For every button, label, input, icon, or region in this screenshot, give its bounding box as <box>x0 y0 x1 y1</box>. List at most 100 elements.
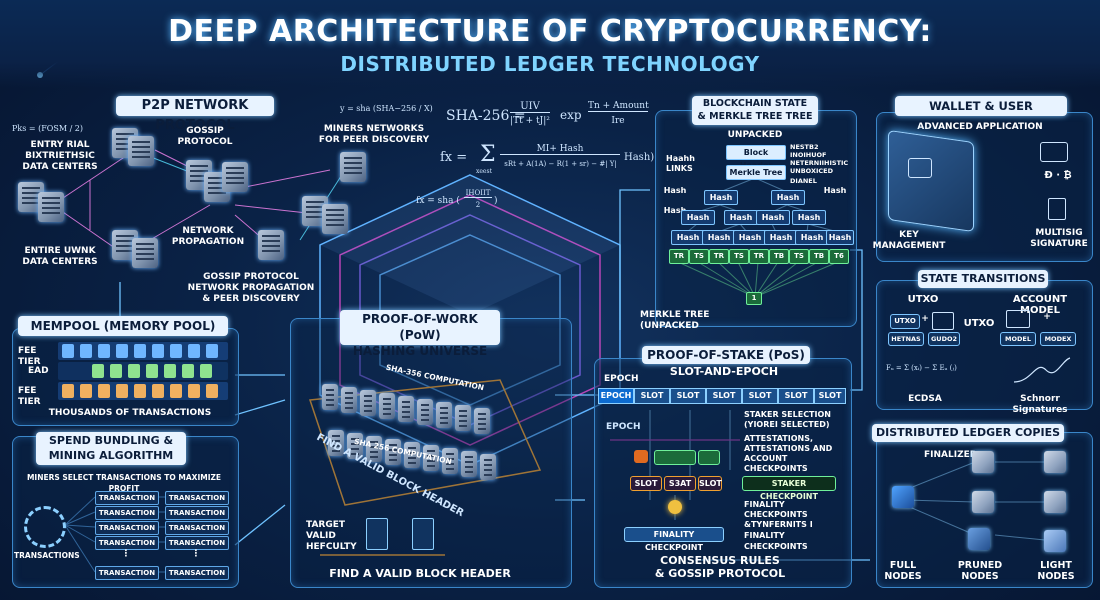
transaction-doc-icon <box>200 364 212 378</box>
staker-selection-label: STAKER SELECTION (YIOREI SELECTED) <box>744 410 831 429</box>
merkle-leaf: TR <box>749 249 769 264</box>
node-icon <box>1044 451 1066 473</box>
fx2-formula: fx = sha ( <box>416 196 460 206</box>
multisig-doc-icon <box>1048 198 1066 220</box>
ellipsis: ⋮ <box>121 549 131 559</box>
multisig-label: MULTISIG SIGNATURE <box>1030 228 1088 249</box>
wallet-title: WALLET & USER INTERFACE <box>895 96 1067 133</box>
block-header-box: Block Header <box>726 145 786 170</box>
hash-node: Hash <box>681 210 715 225</box>
finalized-label: FINALIZED <box>924 450 978 460</box>
lock-icon <box>908 158 932 178</box>
mining-rig-icon <box>404 442 420 468</box>
spend-title-line2: MINING ALGORITHM <box>48 449 174 462</box>
hash-side-label: Hash <box>663 206 687 215</box>
merkle-root: 1 <box>746 292 762 305</box>
spend-caption: MINERS SELECT TRANSACTIONS TO MAXIMIZE P… <box>26 473 222 493</box>
pow-title-line2: HASHING UNIVERSE <box>352 344 488 358</box>
consensus-line2: & GOSSIP PROTOCOL <box>654 567 786 580</box>
epoch-chip: EPOCH <box>598 388 634 404</box>
transaction-doc-icon <box>80 344 92 358</box>
fx2-close: ) <box>494 196 498 206</box>
transaction-doc-icon <box>116 344 128 358</box>
server-icon <box>222 162 248 192</box>
hash-node: Hash <box>702 230 736 245</box>
mempool-title: MEMPOOL (MEMORY POOL) <box>18 316 228 336</box>
transaction-chip: TRANSACTION <box>95 566 159 580</box>
transaction-doc-icon <box>128 364 140 378</box>
fx2-den: 2 <box>475 201 481 209</box>
slot-chip: SLOT <box>706 388 742 404</box>
server-icon <box>38 192 64 222</box>
ledger-title: DISTRIBUTED LEDGER COPIES <box>872 424 1064 442</box>
mining-rig-icon <box>328 430 344 456</box>
merkle-leaf: T6 <box>829 249 849 264</box>
ellipsis: ⋮ <box>191 549 201 559</box>
page-subtitle: DISTRIBUTED LEDGER TECHNOLOGY <box>340 52 760 76</box>
fx2-num: IHOIIT <box>464 189 492 198</box>
fx1-den: sRt + A(1A) − R(1 + sr) − #| Y| <box>504 160 617 168</box>
modex-box: MODEX <box>1040 332 1076 346</box>
transaction-doc-icon <box>80 384 92 398</box>
transaction-doc-icon <box>92 364 104 378</box>
coin-icon <box>668 500 682 514</box>
merkle-leaf: TR <box>709 249 729 264</box>
hash-node: Hash <box>704 190 738 205</box>
full-node-icon <box>892 486 914 508</box>
pruned-node-icon <box>968 528 990 550</box>
key-management-label: KEY MANAGEMENT <box>872 230 946 251</box>
state-title: STATE TRANSITIONS <box>918 270 1048 288</box>
node-icon <box>1044 491 1066 513</box>
unpacked-label: UNPACKED <box>727 130 783 140</box>
mining-rig-icon <box>417 399 433 425</box>
transaction-doc-icon <box>146 364 158 378</box>
checkpoint-chip: SLOT <box>630 476 662 491</box>
pow-title-line1: PROOF-OF-WORK (PoW) <box>362 312 478 342</box>
transaction-doc-icon <box>62 344 74 358</box>
transaction-doc-icon <box>98 384 110 398</box>
slot-epoch-label: SLOT-AND-EPOCH <box>669 365 779 378</box>
pos-title: PROOF-OF-STAKE (PoS) <box>642 346 810 364</box>
p2p-miners-formula: y = sha (SHA−256 / X) <box>340 104 433 113</box>
gudo2-box: GUDO2 <box>928 332 960 346</box>
consensus-line1: CONSENSUS RULES <box>660 554 780 567</box>
block-icon <box>366 518 388 550</box>
transaction-chip: TRANSACTION <box>165 506 229 520</box>
plus-sign: + <box>921 314 929 324</box>
schnorr-label: Schnorr Signatures <box>1012 394 1068 415</box>
utxo-box: UTXO <box>890 314 920 329</box>
sha-exp-den: Ire <box>611 116 625 126</box>
slot-chip: SLOT <box>814 388 846 404</box>
p2p-network-label: NETWORK PROPAGATION <box>171 226 245 247</box>
epoch-label: EPOCH <box>604 374 639 384</box>
hash-node: Hash <box>724 210 758 225</box>
hash-node: Hash <box>771 190 805 205</box>
transaction-doc-icon <box>188 344 200 358</box>
state-formula: Fᵤ = Σ (xᵢ) − Σ Eᵤ (ⱼ) <box>886 364 957 372</box>
wallet-subtitle: ADVANCED APPLICATION <box>917 122 1043 132</box>
server-icon <box>132 238 158 268</box>
wallet-device-icon <box>888 129 974 233</box>
hash-side-label: Hash <box>663 186 687 195</box>
merkle-caption: MERKLE TREE (UNPACKED <box>640 310 710 331</box>
curve-icon <box>1013 357 1071 383</box>
currency-glyphs: Ð · ₿ <box>1044 170 1072 181</box>
merkle-leaf: TB <box>769 249 789 264</box>
transaction-doc-icon <box>170 344 182 358</box>
hash-node: Hash <box>733 230 767 245</box>
merkle-leaf: TS <box>789 249 809 264</box>
sha-formula-num: UIV <box>510 101 550 113</box>
consensus-label: CONSENSUS RULES & GOSSIP PROTOCOL <box>620 554 820 580</box>
fee-tier-label: FEE TIER <box>18 346 41 367</box>
p2p-gossip-label: GOSSIP PROTOCOL <box>177 126 233 147</box>
mining-rig-icon <box>341 387 357 413</box>
epoch-label: EPOCH <box>606 422 641 432</box>
hash-side-label: Hash <box>823 186 847 195</box>
sha-formula-lhs: SHA-256 = <box>446 108 526 124</box>
wallet-icon <box>1040 142 1068 162</box>
ledger-icon <box>932 312 954 330</box>
transaction-chip: TRANSACTION <box>95 521 159 535</box>
attest-chip <box>634 450 648 463</box>
finality-checkpoints-label: FINALITY CHECKPOINTS &TYNFERNITS I <box>744 500 813 529</box>
header <box>0 0 1100 88</box>
